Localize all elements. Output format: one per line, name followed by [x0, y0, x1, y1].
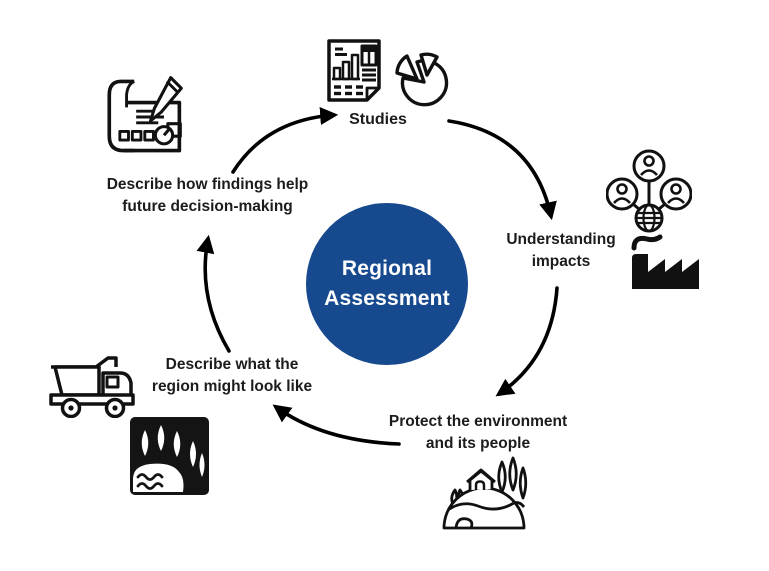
pie-chart-icon [395, 52, 449, 107]
arrow-findings-to-studies [231, 107, 339, 174]
earth-nature-icon [442, 456, 528, 530]
stage-label-describe-region: Describe what the region might look like [151, 356, 313, 395]
people-globe-icon [606, 149, 692, 233]
stage-label-understanding-impacts: Understanding impacts [506, 231, 616, 270]
arrow-protect-to-region [272, 404, 401, 446]
truck-icon [49, 356, 135, 418]
plan-pencil-icon [107, 76, 183, 153]
center-title: Regional Assessment [324, 257, 450, 310]
forest-trees-icon [130, 417, 209, 495]
arrow-studies-to-impacts [447, 119, 557, 221]
stage-label-findings-decisions: Describe how findings help future decisi… [106, 176, 309, 215]
stage-label-protect-environment: Protect the environment and its people [388, 413, 568, 452]
arrow-impacts-to-protect [495, 286, 559, 397]
center-circle: Regional Assessment [306, 203, 468, 365]
factory-icon [631, 234, 699, 289]
arrow-region-to-findings [196, 234, 231, 353]
stage-label-studies: Studies [349, 111, 407, 128]
report-chart-icon [327, 39, 381, 102]
